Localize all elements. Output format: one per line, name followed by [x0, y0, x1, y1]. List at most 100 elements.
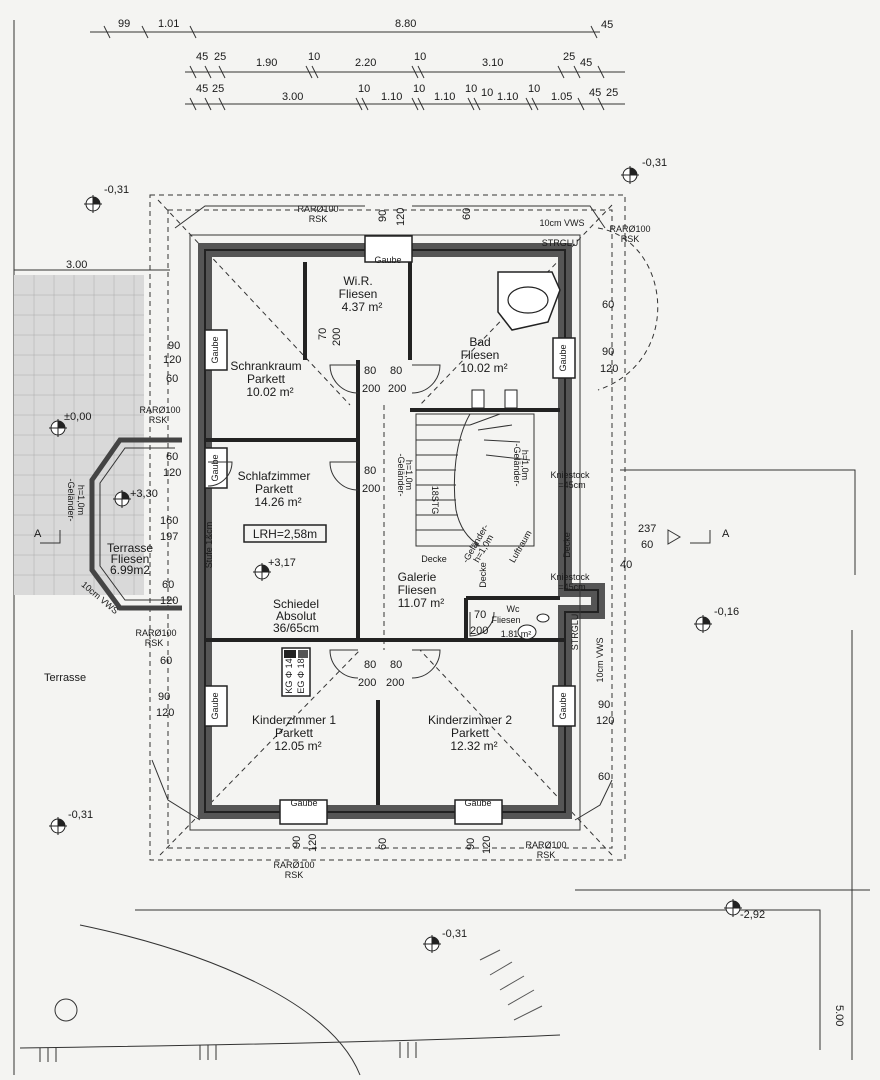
- strglu-top: STRGLU: [542, 238, 579, 248]
- wd-90-c: 90: [602, 346, 614, 358]
- room-schrank-name: Schrankraum: [230, 359, 301, 373]
- vws-top: 10cm VWS: [539, 218, 584, 228]
- rar-w1-2: RSK: [149, 415, 168, 425]
- rar-s1-2: RSK: [285, 870, 304, 880]
- stair-rail-2: h=1,0m: [404, 460, 414, 490]
- wd-90-a: 90: [168, 340, 180, 352]
- wd-90-b: 90: [158, 691, 170, 703]
- kniestock-bot-1: Kniestock: [550, 572, 590, 582]
- stair-rail-1: -Geländer-: [396, 453, 406, 496]
- gaube-left2: Gaube: [210, 454, 220, 481]
- wd-60-e: 60: [602, 299, 614, 311]
- dimension-chains: 99 1.01 8.80 45 45 25 1.90 10 2.20 10 3.…: [90, 18, 625, 111]
- dim-row1-3: 45: [601, 19, 613, 31]
- kniestock-top-1: Kniestock: [550, 470, 590, 480]
- roof-outline: [149, 194, 659, 861]
- section-a-right: A: [722, 528, 730, 540]
- wd-80-e: 80: [390, 659, 402, 671]
- level-marker-3: ±0,00: [49, 411, 91, 437]
- level-marker-8: -0,31: [423, 928, 467, 953]
- wd-80-c: 80: [364, 465, 376, 477]
- wd-120-f: 120: [596, 715, 614, 727]
- wd-120-c: 120: [160, 595, 178, 607]
- dim-row3-8: 10: [481, 87, 493, 99]
- wd-60-f: 60: [641, 539, 653, 551]
- dim-row2-1: 25: [214, 51, 226, 63]
- room-galerie-name: Galerie: [398, 570, 437, 584]
- dim-row2-3: 10: [308, 51, 320, 63]
- dim-row3-3: 10: [358, 83, 370, 95]
- dim-5-00: 5.00: [833, 1005, 845, 1026]
- chimney-section: KG Φ 14 EG Φ 18 A A: [34, 528, 730, 697]
- rar-w1-1: RARØ100: [139, 405, 180, 415]
- rar-top-1: RARØ100: [297, 204, 338, 214]
- lrh-label: LRH=2,58m: [253, 527, 317, 541]
- level-marker-1: -0,31: [84, 184, 129, 213]
- dim-row3-10: 10: [528, 83, 540, 95]
- wd-200-c: 200: [362, 483, 380, 495]
- room-schlaf-name: Schlafzimmer: [238, 469, 311, 483]
- room-galerie-area: 11.07 m²: [398, 596, 444, 610]
- dim-row3-1: 25: [212, 83, 224, 95]
- wd-90-bot: 90: [291, 836, 303, 848]
- rar-s1-1: RARØ100: [273, 860, 314, 870]
- dim-row2-8: 45: [580, 57, 592, 69]
- rar-w2-1: RARØ100: [135, 628, 176, 638]
- dim-row2-6: 3.10: [482, 57, 503, 69]
- level-marker-6: -0,16: [694, 606, 739, 633]
- gaube-left3: Gaube: [210, 692, 220, 719]
- level-text-2: -0,31: [642, 157, 667, 169]
- rar-s2-2: RSK: [537, 850, 556, 860]
- level-text-9: -2,92: [740, 909, 765, 921]
- rar-top-2: RSK: [309, 214, 328, 224]
- vws-right: 10cm VWS: [595, 637, 605, 682]
- wd-197: 197: [160, 531, 178, 543]
- wd-200-wir: 200: [331, 328, 343, 346]
- dim-row2-7: 25: [563, 51, 575, 63]
- level-text-7: -0,31: [68, 809, 93, 821]
- dim-row2-0: 45: [196, 51, 208, 63]
- terrace-label: Terrasse: [44, 672, 86, 684]
- stair-rail-4: h=1,0m: [520, 450, 530, 480]
- chimney-eg: EG Φ 18: [296, 658, 306, 693]
- dim-row2-4: 2.20: [355, 57, 376, 69]
- wd-60-b: 60: [166, 451, 178, 463]
- dim-row2-2: 1.90: [256, 57, 277, 69]
- rar-ne-2: RSK: [621, 234, 640, 244]
- wd-80-d: 80: [364, 659, 376, 671]
- interior-walls: [205, 262, 565, 805]
- wd-200-e: 200: [386, 677, 404, 689]
- dim-row3-12: 45: [589, 87, 601, 99]
- wd-90-top: 90: [377, 210, 389, 222]
- site-context: 3.00 5.00 Terrasse: [13, 20, 870, 1076]
- wd-200-b: 200: [388, 383, 406, 395]
- rar-s2-1: RARØ100: [525, 840, 566, 850]
- level-text-8: -0,31: [442, 928, 467, 940]
- room-galerie-floor: Fliesen: [398, 583, 437, 597]
- dim-row3-6: 1.10: [434, 91, 455, 103]
- dormers: Gaube Gaube Gaube Gaube Gaube Gaube Gaub…: [204, 235, 576, 825]
- wd-60-bot: 60: [377, 838, 389, 850]
- dim-row3-7: 10: [465, 83, 477, 95]
- wd-200-d: 200: [358, 677, 376, 689]
- level-text-6: -0,16: [714, 606, 739, 618]
- room-kind2-floor: Parkett: [451, 726, 490, 740]
- level-text-1: -0,31: [104, 184, 129, 196]
- wall-dimensions: 90 120 60 60 120 160 197 60 120 60 90 12…: [135, 204, 656, 880]
- rar-w2-2: RSK: [145, 638, 164, 648]
- dim-3-00: 3.00: [66, 259, 87, 271]
- level-marker-7: -0,31: [49, 809, 93, 835]
- room-kind1-area: 12.05 m²: [274, 739, 321, 753]
- level-marker-2: -0,31: [621, 157, 667, 184]
- dim-row1-0: 99: [118, 18, 130, 30]
- gaube-right1: Gaube: [558, 344, 568, 371]
- bathroom-fixtures: [471, 271, 561, 640]
- level-markers: -0,31 -0,31 ±0,00 +3,30 +3,17 -0,16: [49, 157, 765, 953]
- wd-60-g: 60: [598, 771, 610, 783]
- room-kind2-name: Kinderzimmer 2: [428, 713, 512, 727]
- decke-label-3: Decke: [562, 532, 572, 558]
- dim-row3-0: 45: [196, 83, 208, 95]
- room-wc-name: Wc: [507, 604, 520, 614]
- dim-row3-5: 10: [413, 83, 425, 95]
